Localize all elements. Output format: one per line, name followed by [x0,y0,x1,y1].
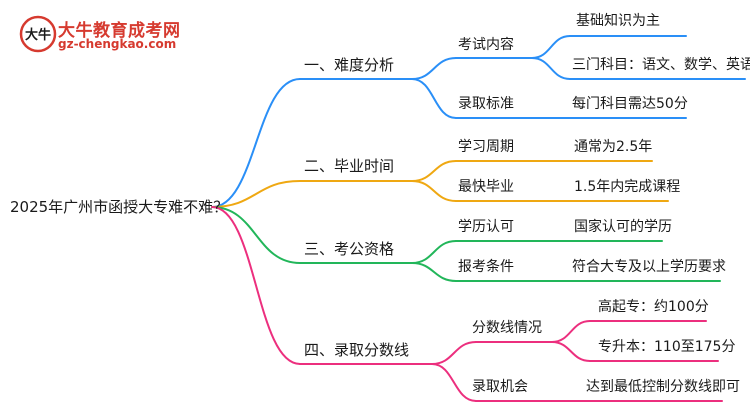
node-degree-recognition[interactable]: 学历认可 [458,219,514,235]
branch-civil-service[interactable]: 三、考公资格 [304,240,395,258]
leaf-connector [531,35,571,59]
leaf-degree-requirement[interactable]: 符合大专及以上学历要求 [572,259,726,275]
branch-connector [211,206,301,365]
node-cutoff-situation[interactable]: 分数线情况 [472,320,542,336]
node-fastest-graduation[interactable]: 最快毕业 [458,179,514,195]
branch-graduation[interactable]: 二、毕业时间 [304,157,395,175]
leaf-connector [531,57,571,80]
child-connector [411,57,457,80]
leaf-three-subjects[interactable]: 三门科目：语文、数学、英语 [572,57,750,73]
leaf-score-50[interactable]: 每门科目需达50分 [572,96,688,112]
leaf-min-cutoff[interactable]: 达到最低控制分数线即可 [586,379,740,395]
node-study-period[interactable]: 学习周期 [458,139,514,155]
logo-mark-text: 大牛 [25,27,51,43]
leaf-usual-period[interactable]: 通常为2.5年 [574,139,653,155]
child-connector [411,240,457,264]
leaf-national-recognition[interactable]: 国家认可的学历 [574,219,672,235]
leaf-gaoqizhuan-score[interactable]: 高起专：约100分 [598,299,709,315]
child-connector [411,78,457,119]
leaf-connector [551,341,591,362]
branch-connector [211,180,301,208]
child-connector [411,180,457,202]
leaf-fastest-period[interactable]: 1.5年内完成课程 [574,179,681,195]
branch-cutoff-scores[interactable]: 四、录取分数线 [304,341,410,359]
leaf-zhuanshengben-score[interactable]: 专升本：110至175分 [598,339,736,355]
logo-mark-icon: 大牛 [19,15,57,53]
branch-connector [211,206,301,264]
leaf-basic-knowledge[interactable]: 基础知识为主 [576,13,660,29]
logo-url: gz-chengkao.com [58,37,177,51]
node-admission-chance[interactable]: 录取机会 [472,379,528,395]
logo-name: 大牛教育成考网 [58,21,181,41]
node-application-conditions[interactable]: 报考条件 [458,259,514,275]
node-admission-standard[interactable]: 录取标准 [458,96,514,112]
branch-difficulty[interactable]: 一、难度分析 [304,56,395,74]
child-connector [411,160,457,182]
child-connector [411,262,457,282]
child-connector [431,363,477,402]
leaf-connector [551,320,591,343]
site-logo[interactable]: 大牛 大牛教育成考网 gz-chengkao.com [18,14,218,58]
node-exam-content[interactable]: 考试内容 [458,37,514,53]
root-topic[interactable]: 2025年广州市函授大专难不难？ [10,198,229,216]
child-connector [431,341,477,365]
branch-connector [211,78,301,208]
